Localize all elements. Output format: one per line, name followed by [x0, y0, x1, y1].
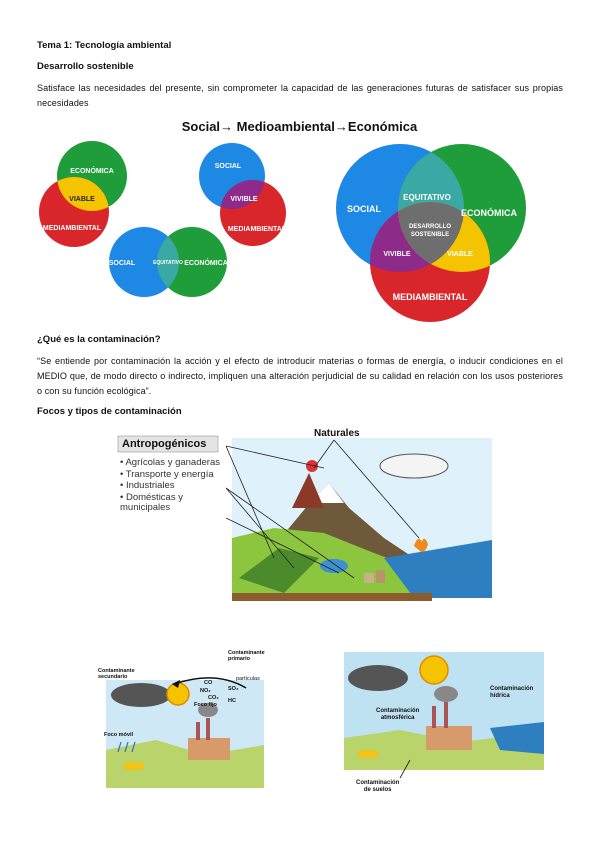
label-desarrollo-l1: DESARROLLO [409, 224, 451, 230]
contaminantes-scene [96, 650, 266, 788]
label-foco-movil: Foco móvil [104, 732, 134, 738]
label-co: CO [204, 680, 213, 686]
cloud-icon [111, 683, 171, 707]
venn-social-mediambiental: SOCIAL VIVIBLE MEDIAMBIENTAL [199, 143, 287, 246]
label-economica: ECONÓMICA [70, 166, 114, 175]
naturales-title: Naturales [314, 428, 360, 439]
label-viable: VIABLE [69, 196, 95, 203]
list-item: • Agrícolas y ganaderas [120, 457, 220, 468]
list-item: • Industriales [120, 480, 175, 491]
label-equitativo: EQUITATIVO [153, 260, 183, 266]
water [490, 722, 544, 754]
label-particulas: partículas [236, 676, 260, 682]
circle-social [109, 227, 179, 297]
label-social: SOCIAL [109, 260, 136, 267]
label-mediambiental: MEDIAMBIENTAL [43, 225, 102, 232]
overlap-viable [57, 177, 109, 211]
volcano-icon [292, 473, 324, 508]
label-no2: NO₂ [200, 688, 211, 694]
section-desarrollo-heading: Desarrollo sostenible [37, 61, 134, 72]
label-so2: SO₂ [228, 686, 239, 692]
label-vivible: VIVIBLE [230, 196, 258, 203]
label-social: SOCIAL [347, 204, 382, 214]
cloud-icon [348, 665, 408, 691]
label-hc: HC [228, 698, 236, 704]
label-foco-fijo: Foco fijo [194, 702, 217, 708]
label-social: SOCIAL [215, 163, 242, 170]
list-item: • Domésticas y municipales [120, 491, 183, 513]
label-vivible: VIVIBLE [383, 251, 411, 258]
focos-landscape [114, 428, 492, 601]
sea [384, 540, 492, 598]
diagram-title: Social→ Medioambiental→Económica [181, 119, 418, 134]
cloud-icon [379, 453, 449, 479]
factory-icon [426, 726, 472, 750]
label-mediambiental: MEDIAMBIENTAL [393, 292, 468, 302]
section-contaminacion-heading: ¿Qué es la contaminación? [37, 334, 161, 345]
label-desarrollo-l2: SOSTENIBLE [411, 232, 449, 238]
fire-icon [414, 538, 428, 552]
focos-illustration: Antropogénicos Naturales • Agrícolas y g… [114, 428, 495, 606]
car-icon [358, 750, 378, 758]
section-focos-heading: Focos y tipos de contaminación [37, 406, 182, 417]
label-equitativo: EQUITATIVO [403, 193, 451, 202]
label-co2: CO₂ [208, 695, 219, 701]
tipos-scene [340, 650, 560, 800]
venn-diagrams: ECONÓMICA VIABLE MEDIAMBIENTAL SOCIAL VI… [39, 141, 526, 322]
venn-economica-mediambiental: ECONÓMICA VIABLE MEDIAMBIENTAL [39, 141, 127, 247]
venn-desarrollo-sostenible: SOCIAL EQUITATIVO ECONÓMICA DESARROLLO S… [336, 144, 526, 322]
label-mediambiental: MEDIAMBIENTAL [228, 226, 287, 233]
list-item: • Transporte y energía [120, 468, 214, 480]
antropogenicos-title: Antropogénicos [122, 438, 207, 450]
factory-icon [188, 738, 230, 760]
sun-icon [419, 655, 449, 685]
label-viable: VIABLE [447, 251, 473, 258]
venn-social-economica: SOCIAL EQUITATIVO ECONÓMICA [109, 227, 228, 297]
antropogenicos-list: • Agrícolas y ganaderas • Transporte y e… [120, 457, 230, 514]
contaminacion-quote: “Se entiende por contaminación la acción… [37, 356, 563, 396]
tema-heading: Tema 1: Tecnología ambiental [37, 40, 172, 51]
label-economica: ECONÓMICA [184, 258, 228, 267]
overlap-vivible [220, 180, 265, 209]
circle-economica [157, 227, 227, 297]
car-icon [124, 762, 144, 770]
label-economica: ECONÓMICA [461, 207, 518, 218]
definition-paragraph: Satisface las necesidades del presente, … [37, 83, 563, 108]
